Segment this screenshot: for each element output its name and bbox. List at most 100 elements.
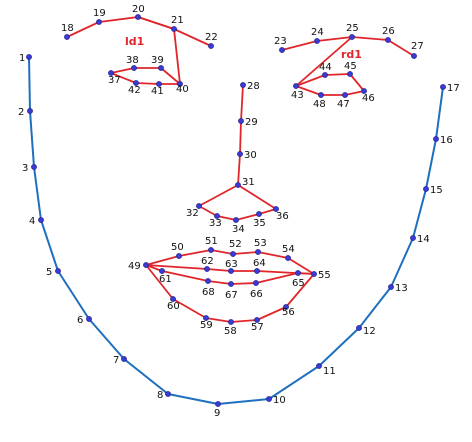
landmark-point-41	[156, 81, 162, 87]
landmark-point-38	[131, 65, 137, 71]
landmark-label-7: 7	[113, 355, 119, 366]
landmark-point-31	[235, 182, 241, 188]
landmark-label-49: 49	[128, 261, 141, 272]
landmark-label-64: 64	[253, 258, 266, 269]
landmark-point-21	[171, 26, 177, 32]
landmark-point-6	[86, 316, 92, 322]
connection-37-38	[110, 67, 135, 74]
connection-62-63	[206, 268, 232, 272]
connection-4-5	[40, 219, 59, 272]
landmark-point-50	[176, 253, 182, 259]
landmark-label-16: 16	[440, 135, 453, 146]
landmark-label-45: 45	[344, 61, 357, 72]
connection-18-19	[66, 21, 100, 38]
connection-21-22	[173, 28, 212, 47]
landmark-label-22: 22	[205, 32, 218, 43]
landmark-label-39: 39	[151, 55, 164, 66]
landmark-label-21: 21	[171, 15, 184, 26]
landmark-label-13: 13	[395, 283, 408, 294]
connection-29-30	[239, 120, 242, 155]
landmark-point-48	[318, 92, 324, 98]
landmark-point-9	[215, 401, 221, 407]
connection-32-33	[198, 205, 218, 217]
connection-13-14	[390, 237, 414, 288]
landmark-point-54	[285, 255, 291, 261]
landmark-label-35: 35	[253, 218, 266, 229]
landmark-label-28: 28	[247, 81, 260, 92]
landmark-point-14	[410, 235, 416, 241]
connection-64-55	[256, 270, 315, 275]
connection-28-29	[240, 84, 244, 122]
connection-5-6	[57, 270, 90, 320]
landmark-point-62	[204, 266, 210, 272]
connection-25-26	[351, 36, 389, 41]
landmark-point-20	[135, 14, 141, 20]
landmark-label-33: 33	[209, 218, 222, 229]
connection-41-42	[135, 82, 160, 85]
landmark-label-44: 44	[319, 62, 332, 73]
landmark-point-43	[293, 83, 299, 89]
connection-15-16	[425, 138, 437, 190]
landmark-label-20: 20	[132, 4, 145, 15]
landmark-points	[26, 14, 446, 407]
landmark-label-62: 62	[201, 256, 214, 267]
landmark-label-26: 26	[382, 26, 395, 37]
landmark-label-12: 12	[363, 326, 376, 337]
landmark-label-50: 50	[171, 242, 184, 253]
landmark-point-25	[349, 34, 355, 40]
landmark-label-61: 61	[159, 274, 172, 285]
connection-20-21	[137, 16, 175, 30]
connection-55-56	[285, 273, 315, 308]
landmark-label-17: 17	[447, 83, 460, 94]
landmark-label-56: 56	[282, 307, 295, 318]
landmark-point-37	[108, 70, 114, 76]
landmark-point-40	[177, 81, 183, 87]
landmark-label-48: 48	[313, 99, 326, 110]
landmark-label-68: 68	[202, 287, 215, 298]
landmark-point-13	[388, 284, 394, 290]
landmark-label-55: 55	[318, 270, 331, 281]
connection-7-8	[123, 358, 169, 395]
landmark-point-60	[170, 296, 176, 302]
landmark-label-57: 57	[251, 322, 264, 333]
landmark-label-47: 47	[337, 99, 350, 110]
landmark-label-15: 15	[430, 185, 443, 196]
connection-54-55	[287, 257, 315, 275]
connection-66-65	[255, 272, 299, 284]
landmark-point-18	[64, 34, 70, 40]
landmark-point-26	[385, 37, 391, 43]
landmark-point-44	[322, 72, 328, 78]
connection-14-15	[412, 188, 427, 239]
landmark-label-2: 2	[18, 107, 24, 118]
connection-3-4	[33, 166, 42, 221]
connection-8-9	[167, 393, 219, 405]
landmark-label-58: 58	[224, 326, 237, 337]
right-eye-region-label: rd1	[341, 48, 362, 61]
landmark-label-38: 38	[126, 55, 139, 66]
landmark-point-22	[208, 43, 214, 49]
connection-25-43	[295, 36, 353, 87]
connection-68-67	[207, 280, 232, 285]
landmark-label-53: 53	[254, 238, 267, 249]
landmark-label-18: 18	[61, 23, 74, 34]
landmark-label-30: 30	[244, 150, 257, 161]
landmark-label-63: 63	[225, 259, 238, 270]
landmark-point-27	[411, 53, 417, 59]
landmark-point-7	[121, 356, 127, 362]
landmark-label-67: 67	[225, 290, 238, 301]
connection-56-57	[256, 306, 287, 321]
connection-39-40	[160, 67, 181, 85]
connection-36-31	[237, 184, 277, 210]
connection-24-25	[316, 36, 353, 42]
landmark-label-34: 34	[232, 224, 245, 235]
connection-43-44	[295, 74, 326, 87]
connection-42-37	[110, 72, 137, 84]
landmark-point-17	[440, 84, 446, 90]
landmark-label-27: 27	[411, 41, 424, 52]
landmark-label-11: 11	[323, 366, 336, 377]
landmark-point-57	[254, 317, 260, 323]
connection-57-58	[230, 319, 258, 323]
landmark-point-12	[356, 325, 362, 331]
connection-44-45	[324, 73, 351, 76]
connection-35-36	[258, 208, 277, 215]
